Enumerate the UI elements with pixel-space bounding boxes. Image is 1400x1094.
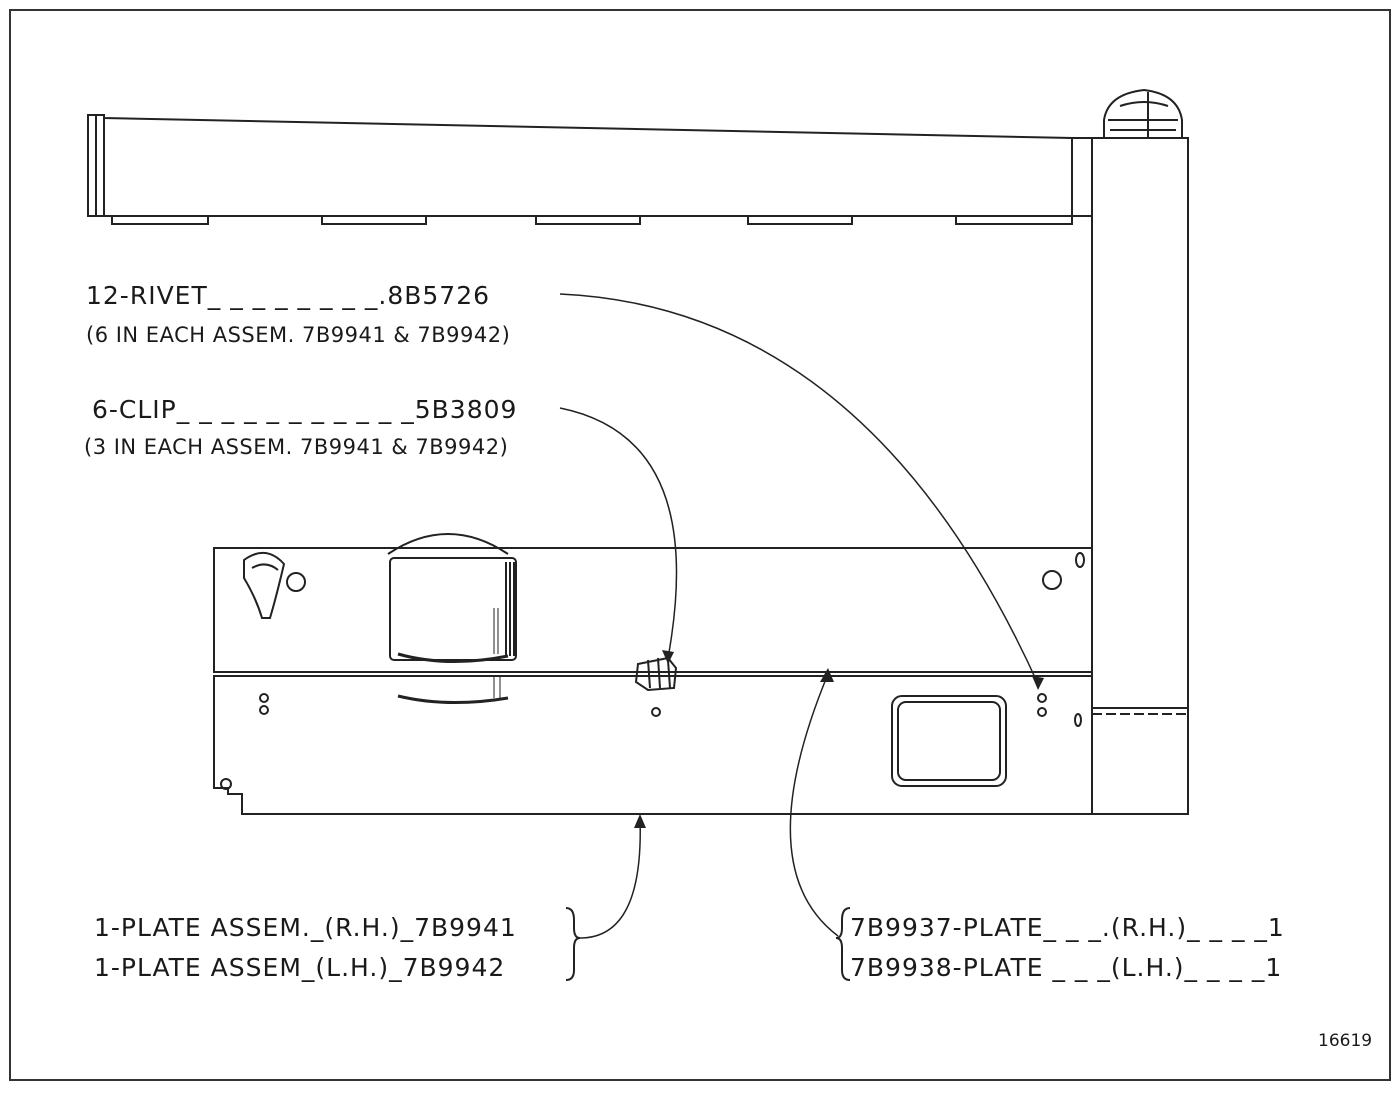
- arrowheads: [634, 650, 1044, 828]
- plate-assem-callout-line1: 1-PLATE ASSEM._(R.H.)_7B9941: [94, 913, 517, 942]
- rivet-callout-line2: (6 IN EACH ASSEM. 7B9941 & 7B9942): [86, 323, 510, 347]
- vertical-post: [1091, 137, 1189, 815]
- clip-callout-line2: (3 IN EACH ASSEM. 7B9941 & 7B9942): [84, 435, 508, 459]
- rivet-leader: [559, 293, 1039, 685]
- clip-leader: [559, 407, 678, 659]
- diagram-border: [9, 9, 1391, 1081]
- plate-leader: [789, 673, 839, 937]
- plate-assem-leader: [579, 817, 641, 939]
- parts-diagram: 12-RIVET_ _ _ _ _ _ _ _.8B5726 (6 IN EAC…: [9, 9, 1391, 1081]
- clip-callout-line1: 6-CLIP_ _ _ _ _ _ _ _ _ _ _5B3809: [92, 395, 517, 424]
- top-beam: [87, 114, 1092, 225]
- post-cap: [1103, 88, 1183, 138]
- lower-plate: [213, 656, 1093, 815]
- bracket-left: [835, 907, 851, 981]
- plate-assem-callout-line2: 1-PLATE ASSEM_(L.H.)_7B9942: [94, 953, 505, 982]
- bracket-right: [565, 907, 581, 981]
- rivet-callout-line1: 12-RIVET_ _ _ _ _ _ _ _.8B5726: [86, 281, 490, 310]
- leader-lines: [559, 293, 1039, 939]
- brackets: [565, 907, 851, 981]
- plate-callout-line1: 7B9937-PLATE_ _ _.(R.H.)_ _ _ _1: [850, 913, 1285, 942]
- figure-number: 16619: [1318, 1031, 1372, 1051]
- plate-callout-line2: 7B9938-PLATE _ _ _(L.H.)_ _ _ _1: [850, 953, 1282, 982]
- upper-plate: [213, 533, 1093, 673]
